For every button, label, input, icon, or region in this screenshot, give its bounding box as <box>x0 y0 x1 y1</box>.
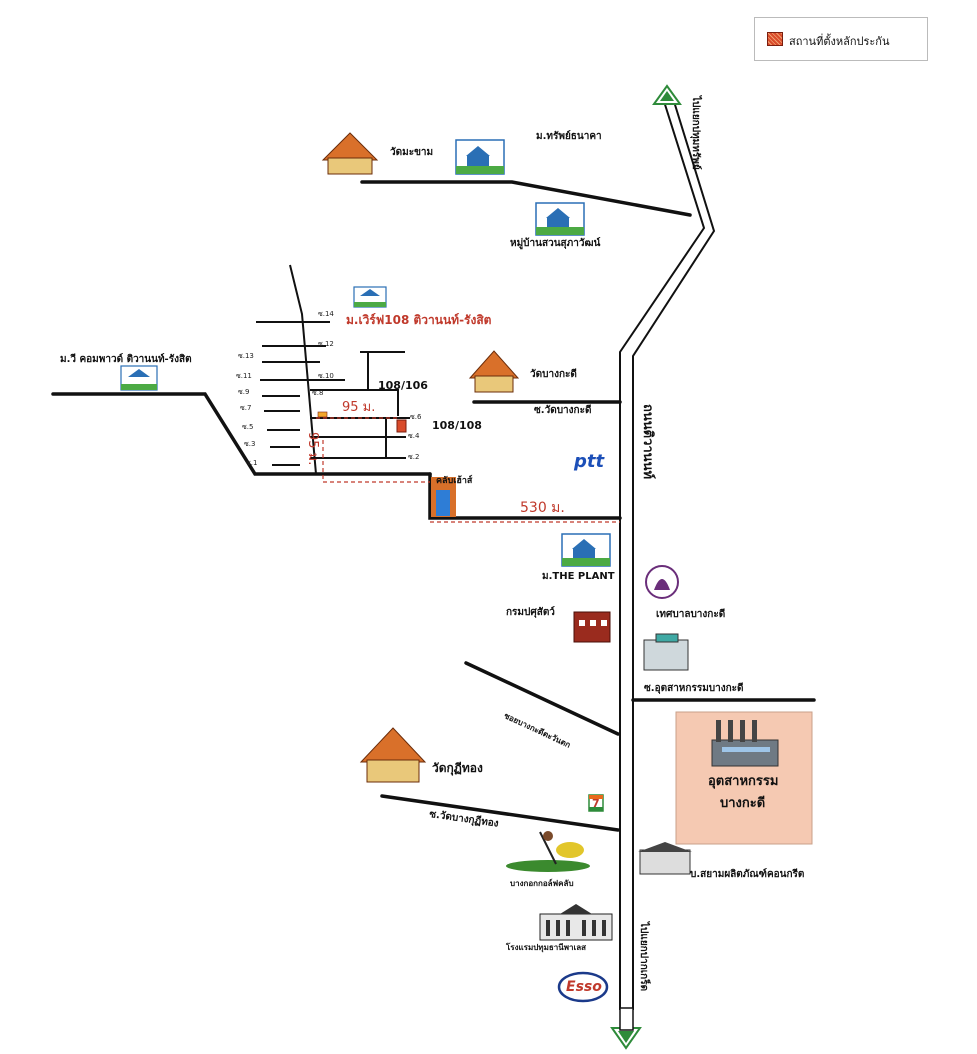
label-the-plant: ม.THE PLANT <box>542 571 615 582</box>
seven-eleven-icon <box>588 794 604 812</box>
label-distance-530: 530 ม. <box>520 500 565 516</box>
label-municipality: เทศบาลบางกะดี <box>656 609 726 620</box>
building-icon-livestock <box>573 611 611 643</box>
village-icon-verve <box>353 286 387 308</box>
main-road <box>619 94 716 1010</box>
building-icon-siam-concrete <box>638 842 692 875</box>
village-icon-sap-thanakha <box>455 139 505 175</box>
alley-label: ซ.3 <box>244 440 256 448</box>
legend: สถานที่ตั้งหลักประกัน <box>754 17 928 61</box>
alley-label: ซ.10 <box>318 372 334 380</box>
ptt-logo: ptt <box>574 451 605 472</box>
label-to-north: ไปแยกปทุมทรัพย์ <box>690 96 701 170</box>
label-clubhouse: คลับเฮ้าส์ <box>436 476 473 486</box>
legend-swatch <box>767 32 783 46</box>
label-main-road: ถนนติวานนท์ <box>640 404 655 480</box>
building-icon-industrial-office <box>643 633 689 671</box>
alley-label: ซ.2 <box>408 453 420 461</box>
building-icon-hotel <box>539 904 613 941</box>
south-arrow-icon <box>610 1007 642 1050</box>
village-icon-the-plant <box>561 533 611 567</box>
alley-label: ซ.1 <box>246 459 258 467</box>
village-icon-v-compound <box>120 365 158 391</box>
alley-label: ซ.13 <box>238 352 254 360</box>
secondary-roads <box>51 180 816 832</box>
property-marker-small <box>317 411 328 418</box>
village-icon-suan-sukawat <box>535 202 585 236</box>
label-m-sap-thanakha: ม.ทรัพย์ธนาคา <box>536 131 602 142</box>
temple-icon-makham <box>321 132 379 175</box>
golf-club-icon <box>506 831 590 872</box>
label-soi-wat-bang-kadi: ซ.วัดบางกะดี <box>534 405 592 416</box>
label-livestock-dept: กรมปศุสัตว์ <box>506 607 555 618</box>
label-house-108-108: 108/108 <box>432 419 482 432</box>
alley-label: ซ.11 <box>236 372 252 380</box>
label-to-south: ไปแยกปากเกร็ด <box>638 922 649 992</box>
seven-eleven-label: 7 <box>592 797 600 810</box>
label-wat-kut-thong: วัดกุฏีทอง <box>432 761 483 775</box>
alley-label: ซ.9 <box>238 388 250 396</box>
label-siam-concrete: บ.สยามผลิตภัณฑ์คอนกรีต <box>690 869 805 880</box>
municipality-emblem-icon <box>645 565 679 599</box>
label-pathum-hotel: โรงแรมปทุมธานีพาเลส <box>506 943 586 952</box>
label-estate-line2: บางกะดี <box>720 796 766 811</box>
alley-label: ซ.7 <box>240 404 252 412</box>
label-house-108-106: 108/106 <box>378 379 428 392</box>
measurement-lines <box>316 417 620 523</box>
label-bangkok-golf: บางกอกกอล์ฟคลับ <box>510 879 574 888</box>
clubhouse-icon <box>431 477 456 517</box>
label-distance-95-side: 95 ม. <box>305 432 320 466</box>
village-alleys <box>256 264 410 475</box>
label-distance-95-top: 95 ม. <box>342 400 376 415</box>
legend-label: สถานที่ตั้งหลักประกัน <box>789 35 890 48</box>
alley-label: ซ.12 <box>318 340 334 348</box>
label-estate-line1: อุตสาหกรรม <box>708 774 779 789</box>
alley-label: ซ.4 <box>408 432 420 440</box>
esso-label: Esso <box>566 979 602 995</box>
alley-label: ซ.8 <box>312 389 324 397</box>
esso-logo <box>557 971 609 1003</box>
north-arrow-icon <box>652 84 682 105</box>
label-soi-industrial: ซ.อุตสาหกรรมบางกะดี <box>644 683 744 694</box>
label-m-verve-108: ม.เวิร์ฟ108 ติวานนท์-รังสิต <box>346 313 492 327</box>
factory-icon <box>711 720 779 767</box>
label-wat-makham: วัดมะขาม <box>390 147 434 158</box>
temple-icon-bang-kadi <box>468 350 520 393</box>
alley-label: ซ.6 <box>410 413 422 421</box>
temple-icon-kut-thong <box>359 727 427 783</box>
label-wat-bang-kadi: วัดบางกะดี <box>530 369 577 380</box>
label-suan-sukawat: หมู่บ้านสวนสุภาวัฒน์ <box>510 238 601 249</box>
alley-label: ซ.14 <box>318 310 334 318</box>
label-m-v-compound: ม.วี คอมพาวด์ ติวานนท์-รังสิต <box>60 354 192 365</box>
property-marker <box>396 419 407 433</box>
alley-label: ซ.5 <box>242 423 254 431</box>
